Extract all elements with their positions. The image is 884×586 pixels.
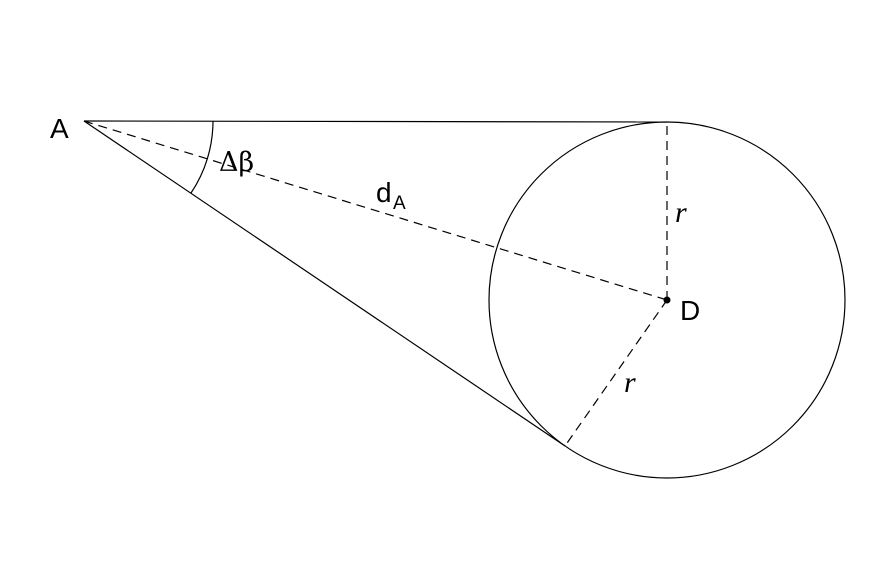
point-d-label: D bbox=[680, 295, 700, 326]
radius-line-bottom bbox=[564, 299, 668, 447]
angle-arc bbox=[190, 120, 214, 194]
center-distance-line bbox=[83, 120, 668, 301]
distance-label-subscript: A bbox=[393, 193, 406, 214]
center-point-d bbox=[663, 296, 671, 304]
distance-label: d bbox=[376, 177, 392, 208]
lower-tangent-line bbox=[83, 120, 566, 447]
radius-label-top: r bbox=[675, 196, 687, 229]
angle-label: Δβ bbox=[219, 147, 254, 178]
upper-tangent-line bbox=[83, 120, 668, 123]
radius-label-bottom: r bbox=[624, 366, 636, 399]
point-a-label: A bbox=[50, 113, 69, 144]
